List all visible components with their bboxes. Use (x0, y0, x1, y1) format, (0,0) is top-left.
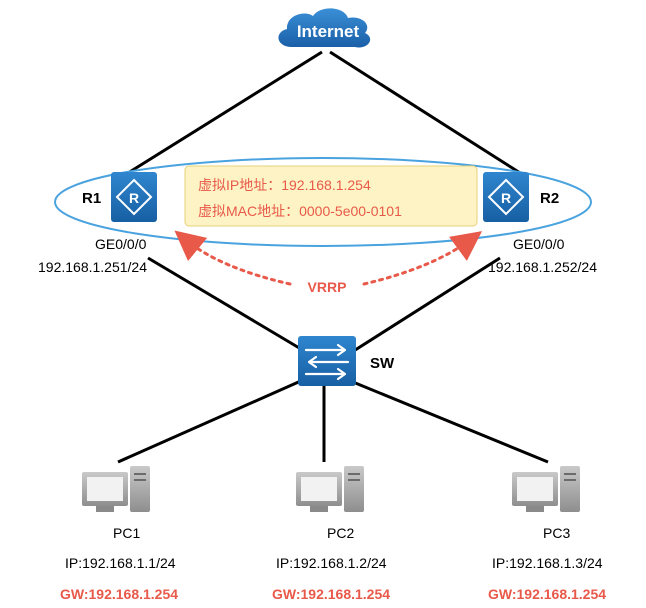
link-internet-r2 (329, 50, 529, 180)
link-sw-pc3 (347, 378, 549, 464)
router-r1-name: R1 (82, 190, 101, 207)
router-r1-ip: 192.168.1.251/24 (38, 259, 147, 275)
router-r2-box (483, 172, 529, 222)
internet-label: Internet (297, 22, 360, 41)
router-r1-port: GE0/0/0 (95, 236, 147, 252)
switch-sw: SW (298, 336, 395, 386)
router-r1-icon (115, 178, 153, 216)
vrrp-arrow-left (174, 230, 292, 286)
router-r2-name: R2 (540, 190, 559, 207)
router-r2-ip: 192.168.1.252/24 (488, 259, 597, 275)
link-internet-r1 (119, 50, 323, 180)
pc2-gw: GW:192.168.1.254 (272, 586, 390, 602)
switch-name: SW (370, 355, 395, 372)
router-r2-port: GE0/0/0 (513, 236, 565, 252)
link-r2-sw (351, 256, 501, 354)
pc3: PC3 IP:192.168.1.3/24 GW:192.168.1.254 (488, 466, 606, 602)
pc2-computer-icon (296, 466, 364, 512)
vrrp-arrows (174, 230, 483, 286)
link-sw-pc1 (117, 378, 304, 464)
pc1-name: PC1 (113, 525, 140, 541)
pc2: PC2 IP:192.168.1.2/24 GW:192.168.1.254 (272, 466, 390, 602)
pc3-computer-icon (512, 466, 580, 512)
router-r1-box (111, 172, 157, 222)
vrrp-group-ellipse (54, 157, 592, 247)
pc3-ip: IP:192.168.1.3/24 (492, 555, 603, 571)
pc1-computer-icon (82, 466, 150, 512)
virtual-address-box: 虚拟IP地址：192.168.1.254 虚拟MAC地址：0000-5e00-0… (184, 165, 478, 227)
virtual-mac-text: 虚拟MAC地址：0000-5e00-0101 (198, 203, 402, 219)
link-r1-sw (147, 256, 307, 354)
virtual-ip-text: 虚拟IP地址：192.168.1.254 (198, 177, 371, 193)
router-r2-icon (487, 178, 525, 216)
pc1-gw: GW:192.168.1.254 (60, 586, 178, 602)
router-r2: R R2 GE0/0/0 192.168.1.252/24 (483, 172, 597, 275)
pc1-ip: IP:192.168.1.1/24 (65, 555, 176, 571)
pc3-gw: GW:192.168.1.254 (488, 586, 606, 602)
svg-text:R: R (501, 190, 511, 206)
pc2-name: PC2 (327, 525, 354, 541)
vrrp-label: VRRP (308, 279, 347, 295)
vrrp-arrow-right (362, 231, 483, 286)
pc2-ip: IP:192.168.1.2/24 (276, 555, 387, 571)
internet-cloud-icon: Internet (278, 8, 371, 48)
svg-text:R: R (129, 190, 139, 206)
network-links (117, 50, 549, 464)
router-r1: R R1 GE0/0/0 192.168.1.251/24 (38, 172, 157, 275)
pc3-name: PC3 (543, 525, 570, 541)
pc1: PC1 IP:192.168.1.1/24 GW:192.168.1.254 (60, 466, 178, 602)
